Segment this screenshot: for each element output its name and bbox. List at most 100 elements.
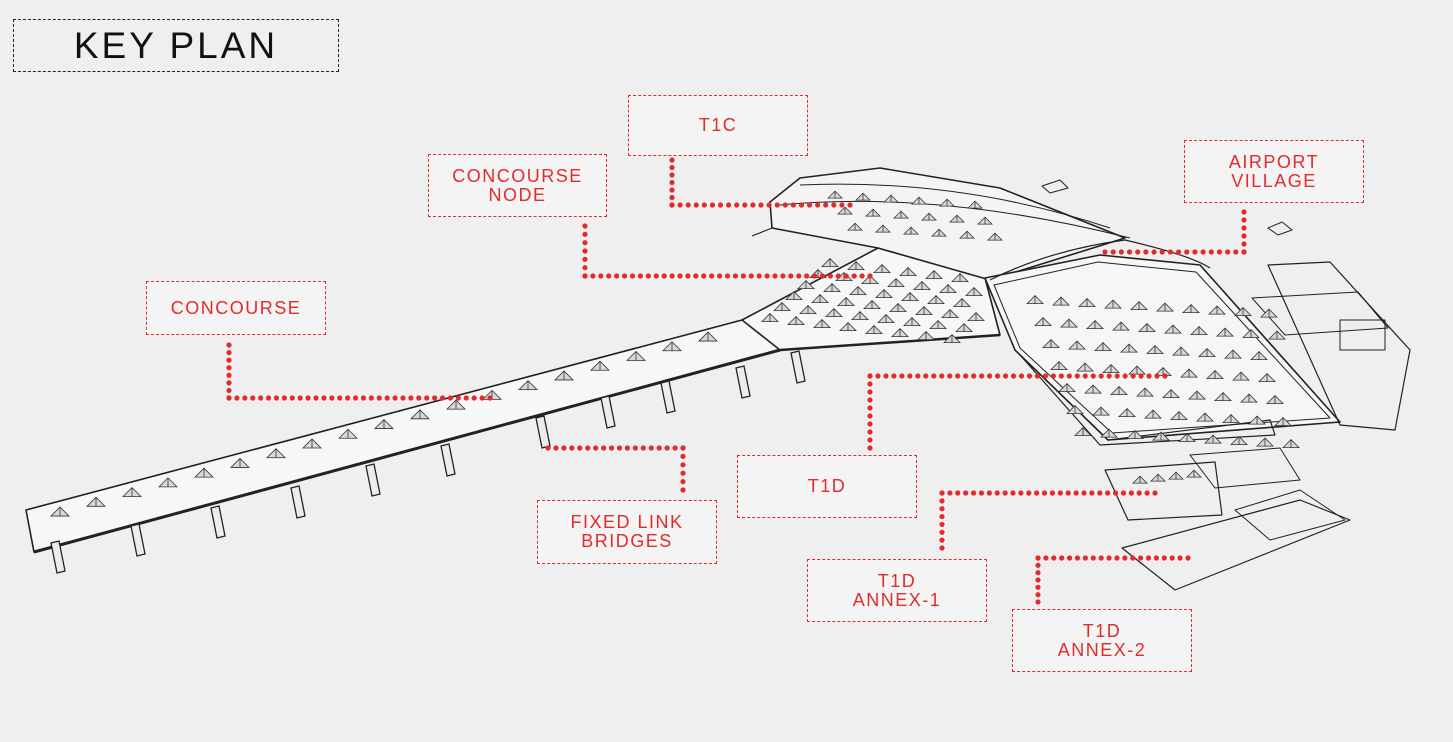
t1d-annex-1-building bbox=[1104, 461, 1223, 521]
roof-skylight bbox=[787, 316, 805, 326]
fixed-link-bridge bbox=[130, 523, 146, 557]
fixed-link-bridge bbox=[210, 505, 226, 539]
roof-skylight bbox=[839, 322, 857, 332]
roof-skylight bbox=[1206, 370, 1224, 380]
roof-skylight bbox=[939, 198, 955, 207]
roof-skylight bbox=[1138, 323, 1156, 333]
roof-skylight bbox=[1172, 346, 1190, 356]
roof-skylight bbox=[847, 261, 865, 271]
roof-skylight bbox=[518, 380, 538, 391]
roof-skylight bbox=[917, 331, 935, 341]
label-t1d: T1D bbox=[737, 455, 917, 518]
roof-skylight bbox=[1076, 362, 1094, 372]
roof-skylight bbox=[893, 210, 909, 219]
roof-skylight bbox=[1068, 340, 1086, 350]
roof-skylight bbox=[761, 313, 779, 323]
label-t1d-annex-2: T1D ANNEX-2 bbox=[1012, 609, 1192, 672]
fixed-link-bridge bbox=[290, 485, 306, 519]
label-t1c-line-1: T1C bbox=[698, 115, 738, 135]
roof-skylight bbox=[921, 212, 937, 221]
roof-skylight bbox=[1240, 393, 1258, 403]
roof-skylight bbox=[410, 409, 430, 420]
airport-village-building bbox=[1267, 261, 1411, 431]
roof-skylight bbox=[1216, 327, 1234, 337]
roof-skylight bbox=[1266, 395, 1284, 405]
roof-skylight bbox=[1052, 296, 1070, 306]
roof-skylight bbox=[965, 287, 983, 297]
roof-skylight bbox=[1150, 473, 1166, 482]
roof-skylight bbox=[1042, 339, 1060, 349]
roof-skylight bbox=[1084, 384, 1102, 394]
roof-skylight bbox=[1060, 318, 1078, 328]
roof-skylight bbox=[863, 300, 881, 310]
roof-skylight bbox=[1224, 349, 1242, 359]
roof-skylight bbox=[1230, 436, 1248, 446]
roof-skylight bbox=[773, 302, 791, 312]
roof-skylight bbox=[554, 370, 574, 381]
roof-skylight bbox=[1132, 475, 1148, 484]
roof-skylight bbox=[1190, 326, 1208, 336]
roof-skylight bbox=[122, 487, 142, 498]
roof-skylight bbox=[901, 292, 919, 302]
fixed-link-bridge bbox=[790, 350, 806, 384]
roof-skylight bbox=[865, 325, 883, 335]
roof-skylight bbox=[1208, 305, 1226, 315]
roof-skylight bbox=[1066, 405, 1084, 415]
roof-skylight bbox=[626, 350, 646, 361]
roof-skylight bbox=[446, 399, 466, 410]
roof-skylight bbox=[1118, 408, 1136, 418]
roof-skylight bbox=[1164, 324, 1182, 334]
roof-skylight bbox=[302, 438, 322, 449]
roof-skylight bbox=[1188, 390, 1206, 400]
page-title: KEY PLAN bbox=[13, 19, 339, 72]
roof-skylight bbox=[949, 214, 965, 223]
roof-skylight bbox=[1260, 308, 1278, 318]
roof-skylight bbox=[927, 295, 945, 305]
roof-skylight bbox=[875, 289, 893, 299]
roof-skylight bbox=[1050, 361, 1068, 371]
roof-skylight bbox=[911, 196, 927, 205]
roof-skylight bbox=[1170, 411, 1188, 421]
roof-skylight bbox=[849, 286, 867, 296]
label-t1d-annex-2-line-1: T1D bbox=[1082, 620, 1122, 641]
roof-skylight bbox=[698, 331, 718, 342]
roof-skylight bbox=[943, 334, 961, 344]
roof-skylight bbox=[847, 222, 863, 231]
roof-skylight bbox=[977, 216, 993, 225]
roof-skylight bbox=[1026, 295, 1044, 305]
roof-skylight bbox=[875, 224, 891, 233]
roof-skylight bbox=[1128, 365, 1146, 375]
roof-skylight bbox=[899, 267, 917, 277]
roof-skylight bbox=[873, 264, 891, 274]
roof-skylight bbox=[1034, 317, 1052, 327]
roof-skylight bbox=[1058, 383, 1076, 393]
fixed-link-bridge bbox=[660, 380, 676, 414]
label-t1d-annex-1-line-1: T1D bbox=[877, 570, 917, 591]
label-fixed-link-bridges: FIXED LINK BRIDGES bbox=[537, 500, 717, 564]
roof-skylight bbox=[1112, 321, 1130, 331]
roof-skylight bbox=[1146, 345, 1164, 355]
roof-skylight bbox=[1094, 342, 1112, 352]
leader-concourse-node bbox=[582, 223, 873, 279]
roof-skylight bbox=[837, 206, 853, 215]
roof-skylight bbox=[797, 280, 815, 290]
roof-skylight bbox=[1104, 299, 1122, 309]
roof-skylight bbox=[338, 428, 358, 439]
fixed-link-bridge bbox=[735, 365, 751, 399]
roof-skylight bbox=[821, 258, 839, 268]
label-t1d-line-1: T1D bbox=[807, 476, 847, 496]
roof-skylight bbox=[1110, 386, 1128, 396]
roof-skylight bbox=[929, 320, 947, 330]
roof-skylight bbox=[953, 298, 971, 308]
label-concourse-line-1: CONCOURSE bbox=[170, 297, 302, 318]
fixed-link-bridge bbox=[440, 443, 456, 477]
roof-skylight bbox=[86, 496, 106, 507]
roof-skylight bbox=[883, 194, 899, 203]
roof-skylight bbox=[1242, 329, 1260, 339]
roof-skylight bbox=[913, 281, 931, 291]
roof-skylight bbox=[799, 305, 817, 315]
label-concourse-node-line-2: NODE bbox=[488, 184, 547, 205]
label-airport-village-line-1: AIRPORT bbox=[1228, 151, 1320, 172]
roof-skylight bbox=[925, 270, 943, 280]
